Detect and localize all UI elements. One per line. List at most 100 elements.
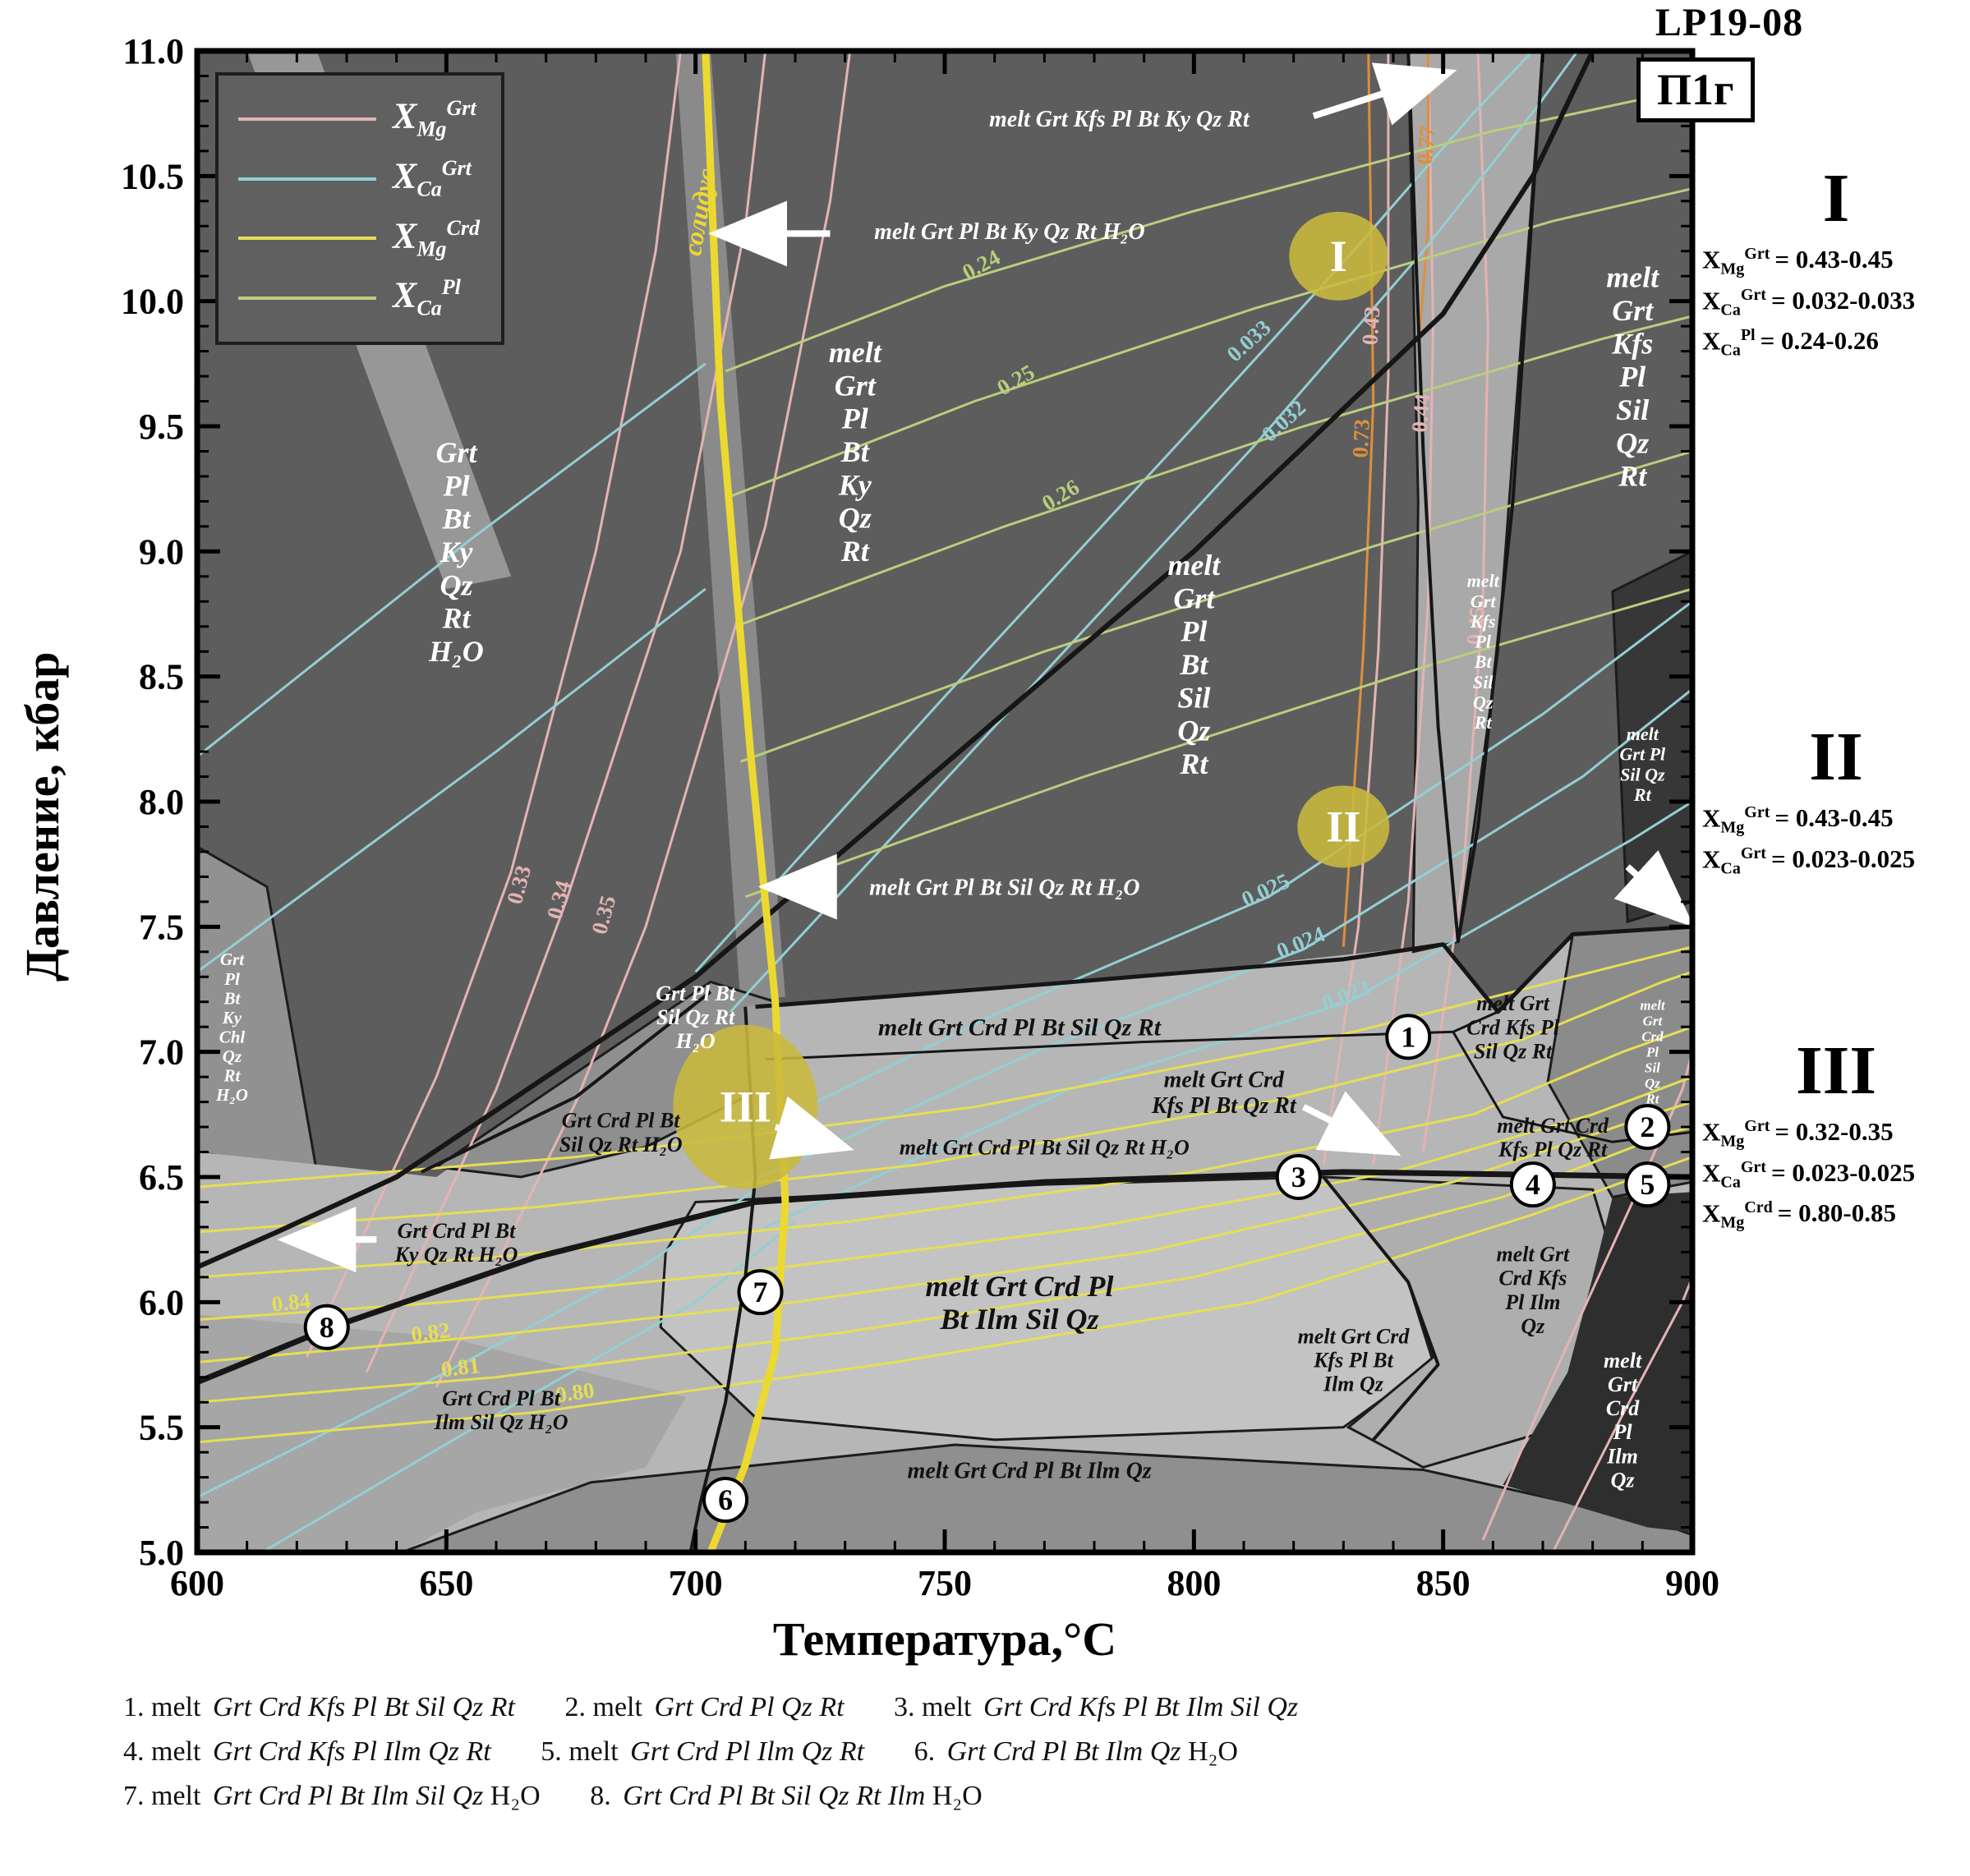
isopleth-XCa_Pl <box>739 450 1692 763</box>
y-tick-label: 10.0 <box>121 282 184 322</box>
field-number-label: 3 <box>1291 1161 1306 1193</box>
legend-item: XCaGrt <box>238 155 481 201</box>
y-tick-label: 7.5 <box>139 907 184 947</box>
condition-group-1: I XMgGrt= 0.43-0.45 XCaGrt= 0.032-0.033 … <box>1702 164 1970 361</box>
condition-numeral: II <box>1809 719 1863 795</box>
y-axis-title: Давление, кбар <box>16 651 69 982</box>
pt-condition-ellipse-II <box>1297 785 1390 868</box>
legend-label: XMgGrt <box>393 95 476 141</box>
y-tick-label: 6.0 <box>139 1282 184 1322</box>
assemblage-label: melt Grt Crd Pl Bt Ilm Qz <box>908 1458 1152 1483</box>
isopleth-XMg_Crd <box>197 945 1692 1189</box>
condition-value: XMgCrd= 0.80-0.85 <box>1702 1198 1896 1232</box>
y-tick-label: 5.5 <box>139 1408 184 1448</box>
x-tick-label: 800 <box>1167 1563 1221 1603</box>
condition-group-2: II XMgGrt= 0.43-0.45 XCaGrt= 0.023-0.025 <box>1702 723 1970 878</box>
phase-boundary <box>765 1010 1499 1061</box>
condition-group-3: III XMgGrt= 0.32-0.35 XCaGrt= 0.023-0.02… <box>1702 1037 1970 1233</box>
isopleth-0.024 <box>744 687 1692 1186</box>
isopleth-XCa_Grt <box>197 587 707 973</box>
footnote-item: 3. melt Grt Crd Kfs Pl Bt Ilm Sil Qz <box>894 1692 1299 1722</box>
field-number-marker-7 <box>737 1269 784 1316</box>
plot-frame <box>194 48 1696 1556</box>
field-number-marker-5 <box>1624 1161 1671 1208</box>
y-tick-label: 5.0 <box>139 1533 184 1573</box>
y-tick-label: 8.5 <box>139 657 184 697</box>
isopleth-XCa_Pl <box>744 587 1692 899</box>
x-tick-label: 700 <box>669 1563 723 1603</box>
legend-item: XCaPl <box>238 277 481 319</box>
isopleth-value-label: 0.81 <box>440 1353 481 1382</box>
assemblage-label: melt Grt Kfs Pl Bt Ky Qz Rt <box>989 107 1250 132</box>
annotation-arrow <box>1613 850 1692 928</box>
footnote-item: 1. melt Grt Crd Kfs Pl Bt Sil Qz Rt <box>123 1692 515 1722</box>
isopleth-value-label: 0.82 <box>410 1317 452 1347</box>
isopleth-0.43 <box>1322 51 1390 1166</box>
phase-boundary <box>1322 1175 1440 1441</box>
condition-numeral: III <box>1795 1032 1877 1109</box>
xmg-grt-line-sample <box>238 117 376 121</box>
footnote-item: 8. Grt Crd Pl Bt Sil Qz Rt Ilm H₂O <box>590 1781 983 1811</box>
isopleth-0.80 <box>197 1156 1692 1444</box>
pt-condition-ellipse-label: II <box>1326 802 1360 851</box>
isopleth-value-label: 0.45 <box>1461 605 1489 646</box>
footnote-item: 7. melt Grt Crd Pl Bt Ilm Sil Qz H₂O <box>123 1781 541 1811</box>
isopleth-XMg_Grt <box>1551 1276 1692 1552</box>
y-tick-label: 9.0 <box>139 531 184 572</box>
isopleth-0.33 <box>306 51 682 1359</box>
assemblage-label: melt Grt Crd Pl Bt Sil Qz Rt <box>878 1014 1162 1041</box>
isopleth-0.033 <box>694 51 1534 973</box>
footnote-item: 5. melt Grt Crd Pl Ilm Qz Rt <box>541 1736 865 1767</box>
condition-value: XMgGrt= 0.32-0.35 <box>1702 1117 1894 1151</box>
footnote-item: 2. melt Grt Crd Pl Qz Rt <box>564 1692 845 1722</box>
isopleth-0.25 <box>730 187 1692 498</box>
legend-label: XCaGrt <box>393 155 472 201</box>
xmg-crd-line-sample <box>238 237 376 241</box>
isopleth-value-label: 0.84 <box>270 1288 311 1317</box>
condition-value: XCaGrt= 0.023-0.025 <box>1702 1157 1916 1192</box>
pt-condition-ellipse-label: I <box>1330 232 1347 281</box>
x-tick-label: 650 <box>419 1563 473 1603</box>
y-tick-label: 8.0 <box>139 782 184 822</box>
isopleth-0.34 <box>365 51 767 1373</box>
field-number-marker-3 <box>1275 1154 1322 1200</box>
isopleth-0.45 <box>1421 51 1489 1152</box>
annotation-arrow <box>1302 1091 1402 1156</box>
assemblage-label: melt Grt Crd Pl Bt Sil Qz Rt H₂O <box>900 1136 1190 1160</box>
field-bottom-left-h2o-field <box>197 1314 686 1552</box>
isopleth-value-label: 0.73 <box>1347 418 1374 458</box>
condition-value: XMgGrt= 0.43-0.45 <box>1702 245 1894 278</box>
isopleth-0.35 <box>435 51 852 1388</box>
footnote-item: 4. melt Grt Crd Kfs Pl Ilm Qz Rt <box>123 1736 491 1767</box>
x-tick-label: 900 <box>1665 1563 1719 1603</box>
assemblage-label: melt Grt Pl Bt Ky Qz Rt H₂O <box>874 219 1144 245</box>
field-number-label: 7 <box>753 1276 768 1308</box>
annotation-arrow <box>769 1096 854 1160</box>
isopleth-value-label: 0.44 <box>1406 393 1434 434</box>
footnote-row: 4. melt Grt Crd Kfs Pl Ilm Qz Rt 5. melt… <box>123 1736 1914 1768</box>
isopleth-0.023 <box>764 800 1692 1229</box>
isopleth-0.025 <box>725 600 1692 1148</box>
x-axis-title: Температура,°С <box>772 1612 1117 1666</box>
isopleth-legend: XMgGrt XCaGrt XMgCrd XCaPl <box>215 72 504 345</box>
field-number-label: 4 <box>1526 1168 1540 1201</box>
phase-boundary <box>755 924 1692 1014</box>
footnote-legend: 1. melt Grt Crd Kfs Pl Bt Sil Qz Rt 2. m… <box>123 1692 1914 1825</box>
field-number-label: 6 <box>718 1483 733 1516</box>
